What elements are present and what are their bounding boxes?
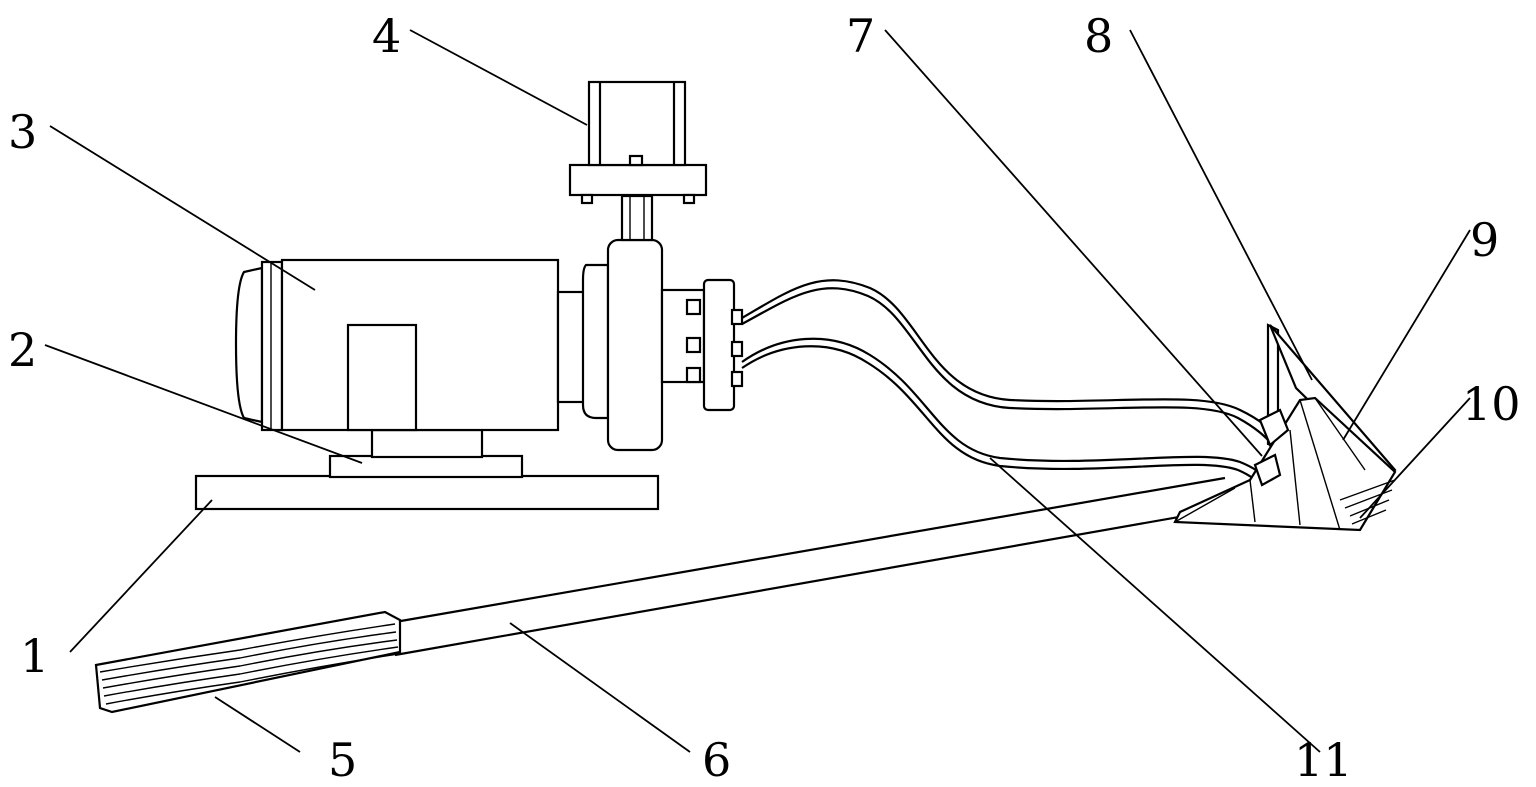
top-actuator bbox=[568, 80, 708, 242]
label-6: 6 bbox=[702, 733, 731, 787]
label-10: 10 bbox=[1462, 377, 1521, 431]
lower-hose bbox=[741, 337, 1269, 489]
label-8: 8 bbox=[1084, 9, 1113, 63]
pump-volute bbox=[581, 238, 744, 452]
reference-labels: 4 3 2 1 5 6 7 8 9 10 11 bbox=[8, 9, 1521, 787]
base-plate bbox=[194, 474, 660, 511]
label-9: 9 bbox=[1470, 213, 1499, 267]
label-7: 7 bbox=[846, 9, 875, 63]
label-4: 4 bbox=[372, 9, 401, 63]
label-2: 2 bbox=[8, 323, 37, 377]
label-1: 1 bbox=[20, 629, 49, 683]
scraper-head bbox=[1173, 323, 1397, 532]
motor-mount bbox=[328, 428, 524, 479]
leader-lines bbox=[44, 29, 1471, 753]
upper-hose bbox=[741, 279, 1281, 449]
label-5: 5 bbox=[328, 733, 357, 787]
pole bbox=[394, 476, 1231, 657]
motor bbox=[234, 258, 588, 432]
brush-grip bbox=[94, 610, 402, 714]
label-3: 3 bbox=[8, 105, 37, 159]
label-11: 11 bbox=[1294, 733, 1353, 787]
